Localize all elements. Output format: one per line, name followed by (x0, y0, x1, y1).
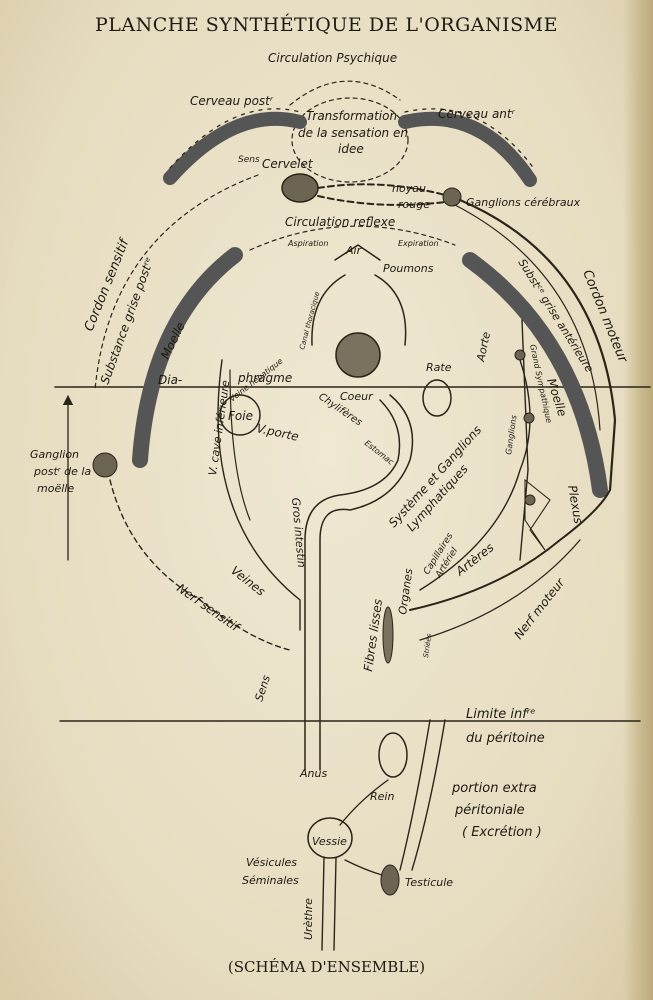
foie-organ (219, 394, 261, 436)
rein-organ (378, 732, 408, 778)
label-anus: Anus (299, 767, 327, 780)
label-ganglion-post-1: Ganglion (30, 448, 79, 461)
label-rein: Rein (370, 790, 394, 803)
label-rate: Rate (426, 361, 452, 374)
label-transformation-3: idee (338, 142, 364, 156)
label-limite-1: Limite infʳᵉ (466, 707, 536, 722)
moelle-posterior (132, 247, 243, 468)
cerveau-ant-arc (398, 111, 537, 187)
heart-node (335, 332, 381, 378)
stomach-intestine (319, 394, 414, 771)
label-portion-1: portion extra (451, 781, 537, 796)
urethre-tube (321, 857, 337, 951)
fibres-lisses (382, 606, 394, 664)
label-plexus: Plexus (565, 484, 586, 525)
nerf-sensitif-path (109, 479, 291, 651)
label-ganglions-cerebraux: Ganglions cérébraux (466, 196, 581, 209)
label-cervelet: Cervelet (262, 157, 314, 171)
plexus-mesh (524, 478, 551, 551)
label-estomac: Estomac (363, 438, 396, 467)
label-dia: Dia- (158, 373, 182, 387)
label-cerveau-ant: Cerveau antʳ (438, 107, 516, 121)
label-noyau: noyau (392, 182, 426, 195)
label-testicule: Testicule (405, 876, 453, 889)
label-urethre: Urèthre (302, 898, 315, 940)
label-foie: Foie (228, 409, 253, 423)
label-portion-3: ( Excrétion ) (462, 825, 542, 840)
label-veines: Veines (228, 563, 268, 598)
cervelet-node (281, 173, 319, 203)
label-poumons: Poumons (383, 262, 434, 275)
label-vessie: Vessie (312, 835, 347, 848)
label-expiration: Expiration (398, 239, 439, 248)
grand-sympathique-chain (519, 319, 529, 561)
plate-title: PLANCHE SYNTHÉTIQUE DE L'ORGANISME (95, 14, 558, 36)
venous-loop (217, 359, 301, 631)
label-phragme: phragme (237, 371, 292, 385)
label-coeur: Coeur (340, 390, 374, 403)
ganglions-cerebraux-node (442, 187, 462, 207)
moelle-anterior (462, 252, 608, 498)
label-transformation-1: Transformation (306, 109, 397, 123)
arteres-path (419, 359, 531, 591)
vessie-organ (307, 817, 353, 859)
label-portion-2: péritoniale (454, 803, 525, 818)
label-vesicules-2: Séminales (242, 874, 299, 887)
lower-vessel (399, 719, 431, 871)
label-rouge: rouge (398, 198, 430, 211)
label-circulation-psychique: Circulation Psychique (268, 51, 397, 65)
testicule-organ (380, 864, 400, 896)
ganglion-post-node (92, 452, 118, 478)
label-aorte: Aorte (474, 330, 493, 363)
nerf-moteur-path (409, 489, 611, 611)
rate-organ (422, 379, 452, 417)
label-air: Air (345, 244, 363, 257)
label-ganglion-post-2: postʳ de la (33, 465, 91, 478)
label-nerf-moteur: Nerf moteur (511, 575, 568, 642)
label-limite-2: du péritoine (466, 731, 545, 746)
label-cerveau-post: Cerveau postʳ (190, 94, 274, 108)
label-canal-thoracique: Canal thoracique (298, 291, 321, 351)
transformation-circle (291, 97, 409, 183)
label-organes: Organes (396, 567, 415, 615)
label-aspiration: Aspiration (287, 239, 328, 248)
label-sens-top: Sens (238, 155, 260, 165)
plate-caption: (SCHÉMA D'ENSEMBLE) (227, 958, 426, 976)
label-systeme-1: Système et Ganglions (386, 423, 484, 530)
label-vesicules-1: Vésicules (246, 856, 297, 869)
cerveau-post-arc (163, 111, 307, 185)
label-nerf-sensitif: Nerf sensitif (174, 581, 243, 635)
psychic-circulation-loop (289, 80, 401, 106)
label-ganglion-post-3: moëlle (37, 482, 74, 495)
label-gros-intestin: Gros intestin (289, 497, 308, 568)
label-ganglions: Ganglions (504, 415, 518, 456)
reflex-circulation-arc (249, 225, 456, 251)
label-striees: Striées (422, 633, 433, 658)
label-v-cave: V. cave inférieure (206, 379, 232, 476)
page-edge-shadow (623, 0, 653, 1000)
label-circulation-reflexe: Circulation reflexe (285, 215, 395, 229)
lungs-tube (311, 274, 346, 346)
label-fibres-lisses: Fibres lisses (361, 598, 385, 672)
label-transformation-2: de la sensation en (298, 126, 408, 140)
label-sens-bottom: Sens (252, 673, 273, 702)
label-v-porte: V.porte (255, 421, 300, 444)
